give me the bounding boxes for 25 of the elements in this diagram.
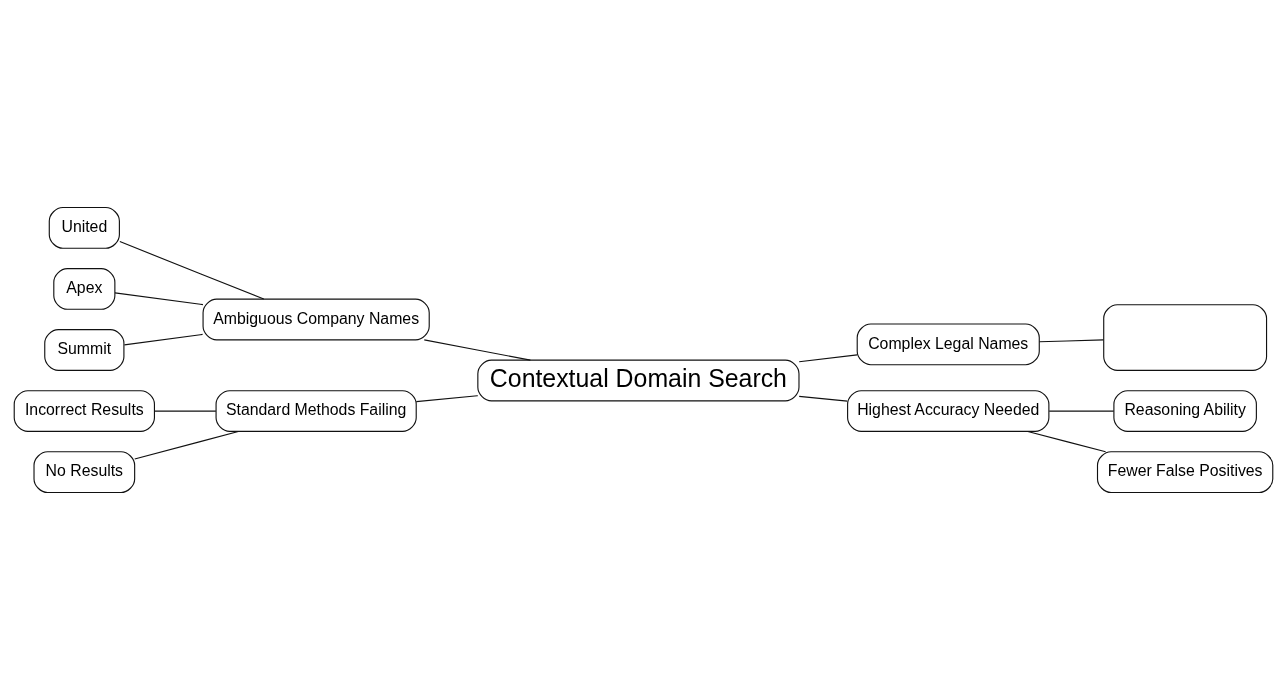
node-box: Highest Accuracy Needed: [847, 390, 1050, 432]
connector: [1038, 339, 1104, 343]
connector: [1048, 410, 1115, 412]
node-box: Fewer False Positives: [1096, 451, 1274, 494]
connector: [114, 292, 204, 306]
connector: [134, 430, 239, 460]
node-box: [1103, 304, 1268, 371]
node-box: No Results: [33, 451, 136, 494]
node-box: Contextual Domain Search: [477, 359, 800, 402]
node-box: Apex: [53, 268, 116, 310]
connector: [798, 395, 848, 402]
node-box: Summit: [44, 329, 125, 371]
connector: [1027, 430, 1107, 453]
connector: [123, 333, 204, 346]
node-box: Reasoning Ability: [1113, 390, 1257, 432]
connector: [154, 410, 217, 412]
connector: [119, 241, 265, 300]
connector: [798, 354, 858, 363]
connector: [415, 395, 479, 403]
node-box: Complex Legal Names: [856, 323, 1040, 366]
node-box: Incorrect Results: [13, 390, 155, 432]
node-box: Standard Methods Failing: [215, 390, 417, 432]
connector: [423, 339, 531, 361]
node-box: Ambiguous Company Names: [202, 298, 430, 341]
node-box: United: [48, 206, 120, 249]
